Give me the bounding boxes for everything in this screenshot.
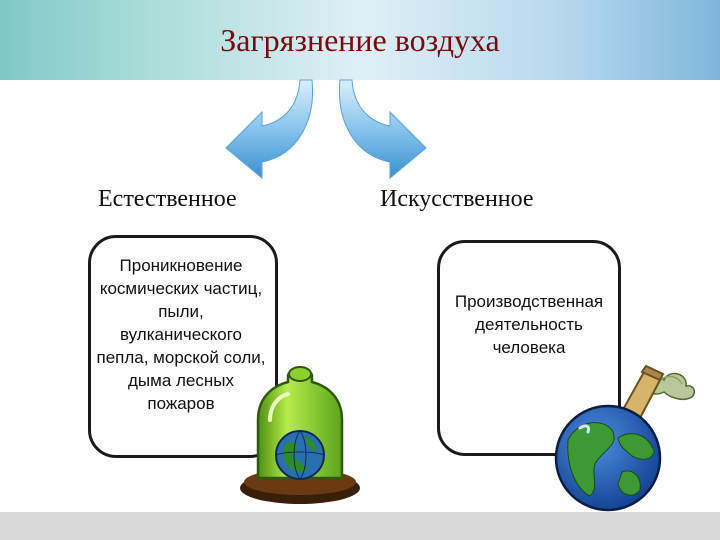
arrow-left-icon [225,79,314,180]
natural-description-text: Проникновение космических частиц, пыли, … [96,256,266,413]
page-title: Загрязнение воздуха [220,22,500,58]
arrow-right-icon [338,79,427,180]
artificial-description-box [437,240,621,456]
header-band [0,0,720,80]
category-heading-natural: Естественное [98,186,237,212]
globe-with-smoking-chimney-icon [554,364,696,512]
artificial-description-text: Производственная деятельность человека [454,292,604,357]
natural-description-box [88,235,278,458]
category-heading-artificial: Искусственное [380,186,534,212]
bottom-band [0,512,720,540]
globe-under-glass-bell-icon [240,366,360,504]
